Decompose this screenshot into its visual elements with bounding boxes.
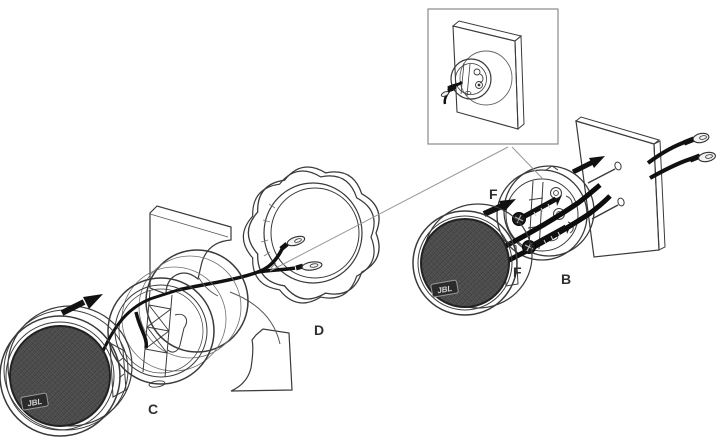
tweeter-right: JBL bbox=[412, 203, 533, 316]
inset-wall-panel bbox=[451, 20, 525, 131]
mount-tab bbox=[109, 342, 127, 398]
surface-bracket-b bbox=[496, 165, 595, 261]
jbl-logo-text: JBL bbox=[437, 284, 454, 296]
inset-recess-hole bbox=[459, 50, 513, 106]
label-bracket-b: B bbox=[561, 271, 571, 287]
pilot-screw-top bbox=[587, 161, 622, 184]
wall-cutaway-lower bbox=[198, 277, 293, 392]
wall-exit-wires bbox=[646, 132, 716, 180]
install-arrow-f bbox=[482, 199, 516, 217]
install-arrow-left bbox=[60, 294, 103, 316]
label-screw-f-bottom: F bbox=[513, 264, 522, 280]
wall-cutaway-upper bbox=[149, 205, 232, 295]
inset-bracket-detail bbox=[440, 58, 492, 105]
inset-detail-box bbox=[427, 8, 559, 145]
inset-terminal bbox=[440, 91, 450, 97]
label-cup-c: C bbox=[148, 401, 158, 417]
trim-ring-d bbox=[242, 166, 380, 304]
cup-wire bbox=[134, 311, 149, 349]
label-trim-ring-d: D bbox=[314, 322, 324, 338]
label-screw-f-top: F bbox=[489, 186, 498, 202]
ring-shading bbox=[260, 203, 277, 269]
speaker-grille bbox=[9, 325, 111, 427]
hole-edge-arc bbox=[198, 277, 219, 297]
spade-terminal bbox=[698, 151, 716, 163]
cup-interior-structure bbox=[134, 290, 188, 388]
mounting-screw-f-top bbox=[512, 195, 562, 226]
hole-edge-arc bbox=[229, 291, 281, 345]
inset-leader-lines bbox=[269, 146, 544, 272]
jbl-badge-right: JBL bbox=[430, 279, 459, 298]
speaker-wires-left bbox=[177, 235, 323, 292]
install-arrow-wall bbox=[571, 156, 605, 175]
spade-terminal bbox=[301, 261, 323, 271]
tweeter-left: JBL bbox=[0, 305, 133, 437]
spade-terminal bbox=[692, 132, 710, 144]
cup-face bbox=[107, 277, 215, 385]
mounting-wall-panel bbox=[574, 116, 666, 258]
jbl-logo-text: JBL bbox=[27, 397, 44, 409]
spade-terminal bbox=[286, 235, 306, 247]
flush-mount-cup-c bbox=[107, 249, 249, 388]
pilot-screw-bottom bbox=[591, 197, 625, 220]
jbl-badge-left: JBL bbox=[20, 392, 49, 411]
